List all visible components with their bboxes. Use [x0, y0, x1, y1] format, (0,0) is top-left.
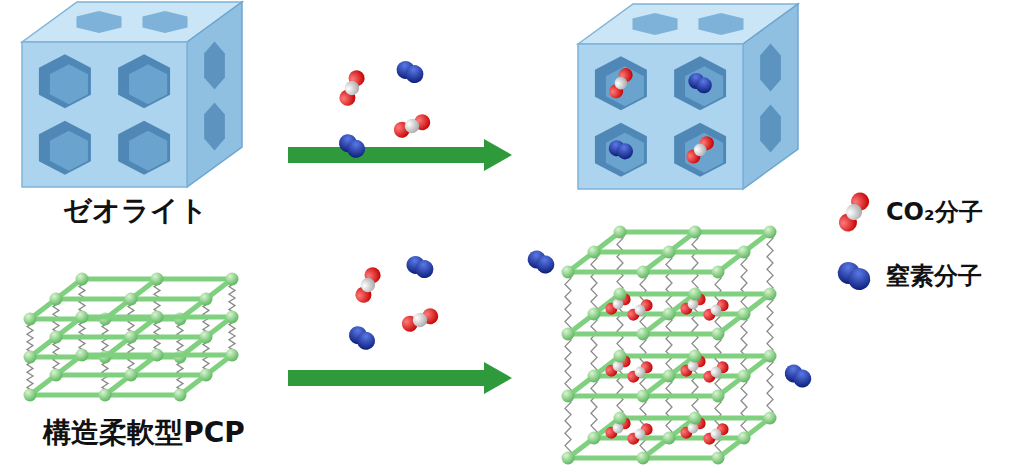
co2-molecule	[701, 297, 731, 323]
process-arrow	[288, 139, 512, 171]
co2-molecule	[625, 359, 655, 385]
n2-molecule	[394, 58, 427, 86]
n2-molecule	[524, 247, 557, 277]
co2-molecule	[701, 421, 731, 447]
legend-sample	[832, 190, 876, 234]
co2-molecule	[625, 421, 655, 447]
zeolite-crystal	[22, 2, 242, 187]
co2-molecule	[392, 112, 433, 140]
legend-sample	[832, 254, 876, 298]
legend-entry: CO₂分子	[832, 180, 983, 244]
legend-entry: 窒素分子	[832, 244, 983, 308]
co2-molecule	[400, 306, 441, 334]
legend-text: 窒素分子	[886, 260, 982, 292]
co2-molecule	[607, 65, 636, 100]
n2-molecule	[335, 131, 368, 162]
n2-molecule	[607, 138, 636, 162]
zeolite-crystal	[578, 4, 798, 189]
co2-molecule	[353, 265, 383, 306]
flexible-pcp	[24, 273, 239, 402]
n2-molecule	[781, 361, 814, 391]
co2-molecule	[701, 359, 731, 385]
co2-molecule	[836, 190, 873, 234]
flexible-pcp	[562, 226, 777, 465]
illustration-label: 構造柔軟型PCP	[4, 414, 284, 452]
illustration-label: ゼオライト	[4, 192, 266, 230]
co2-molecule	[625, 297, 655, 323]
co2-molecule	[684, 133, 717, 166]
co2-molecule	[337, 68, 367, 109]
n2-molecule	[685, 70, 714, 96]
n2-molecule	[404, 253, 437, 281]
n2-molecule	[834, 258, 875, 294]
n2-molecule	[345, 323, 378, 354]
process-arrow	[288, 362, 512, 394]
legend: CO₂分子窒素分子	[832, 180, 983, 308]
legend-text: CO₂分子	[886, 196, 983, 228]
